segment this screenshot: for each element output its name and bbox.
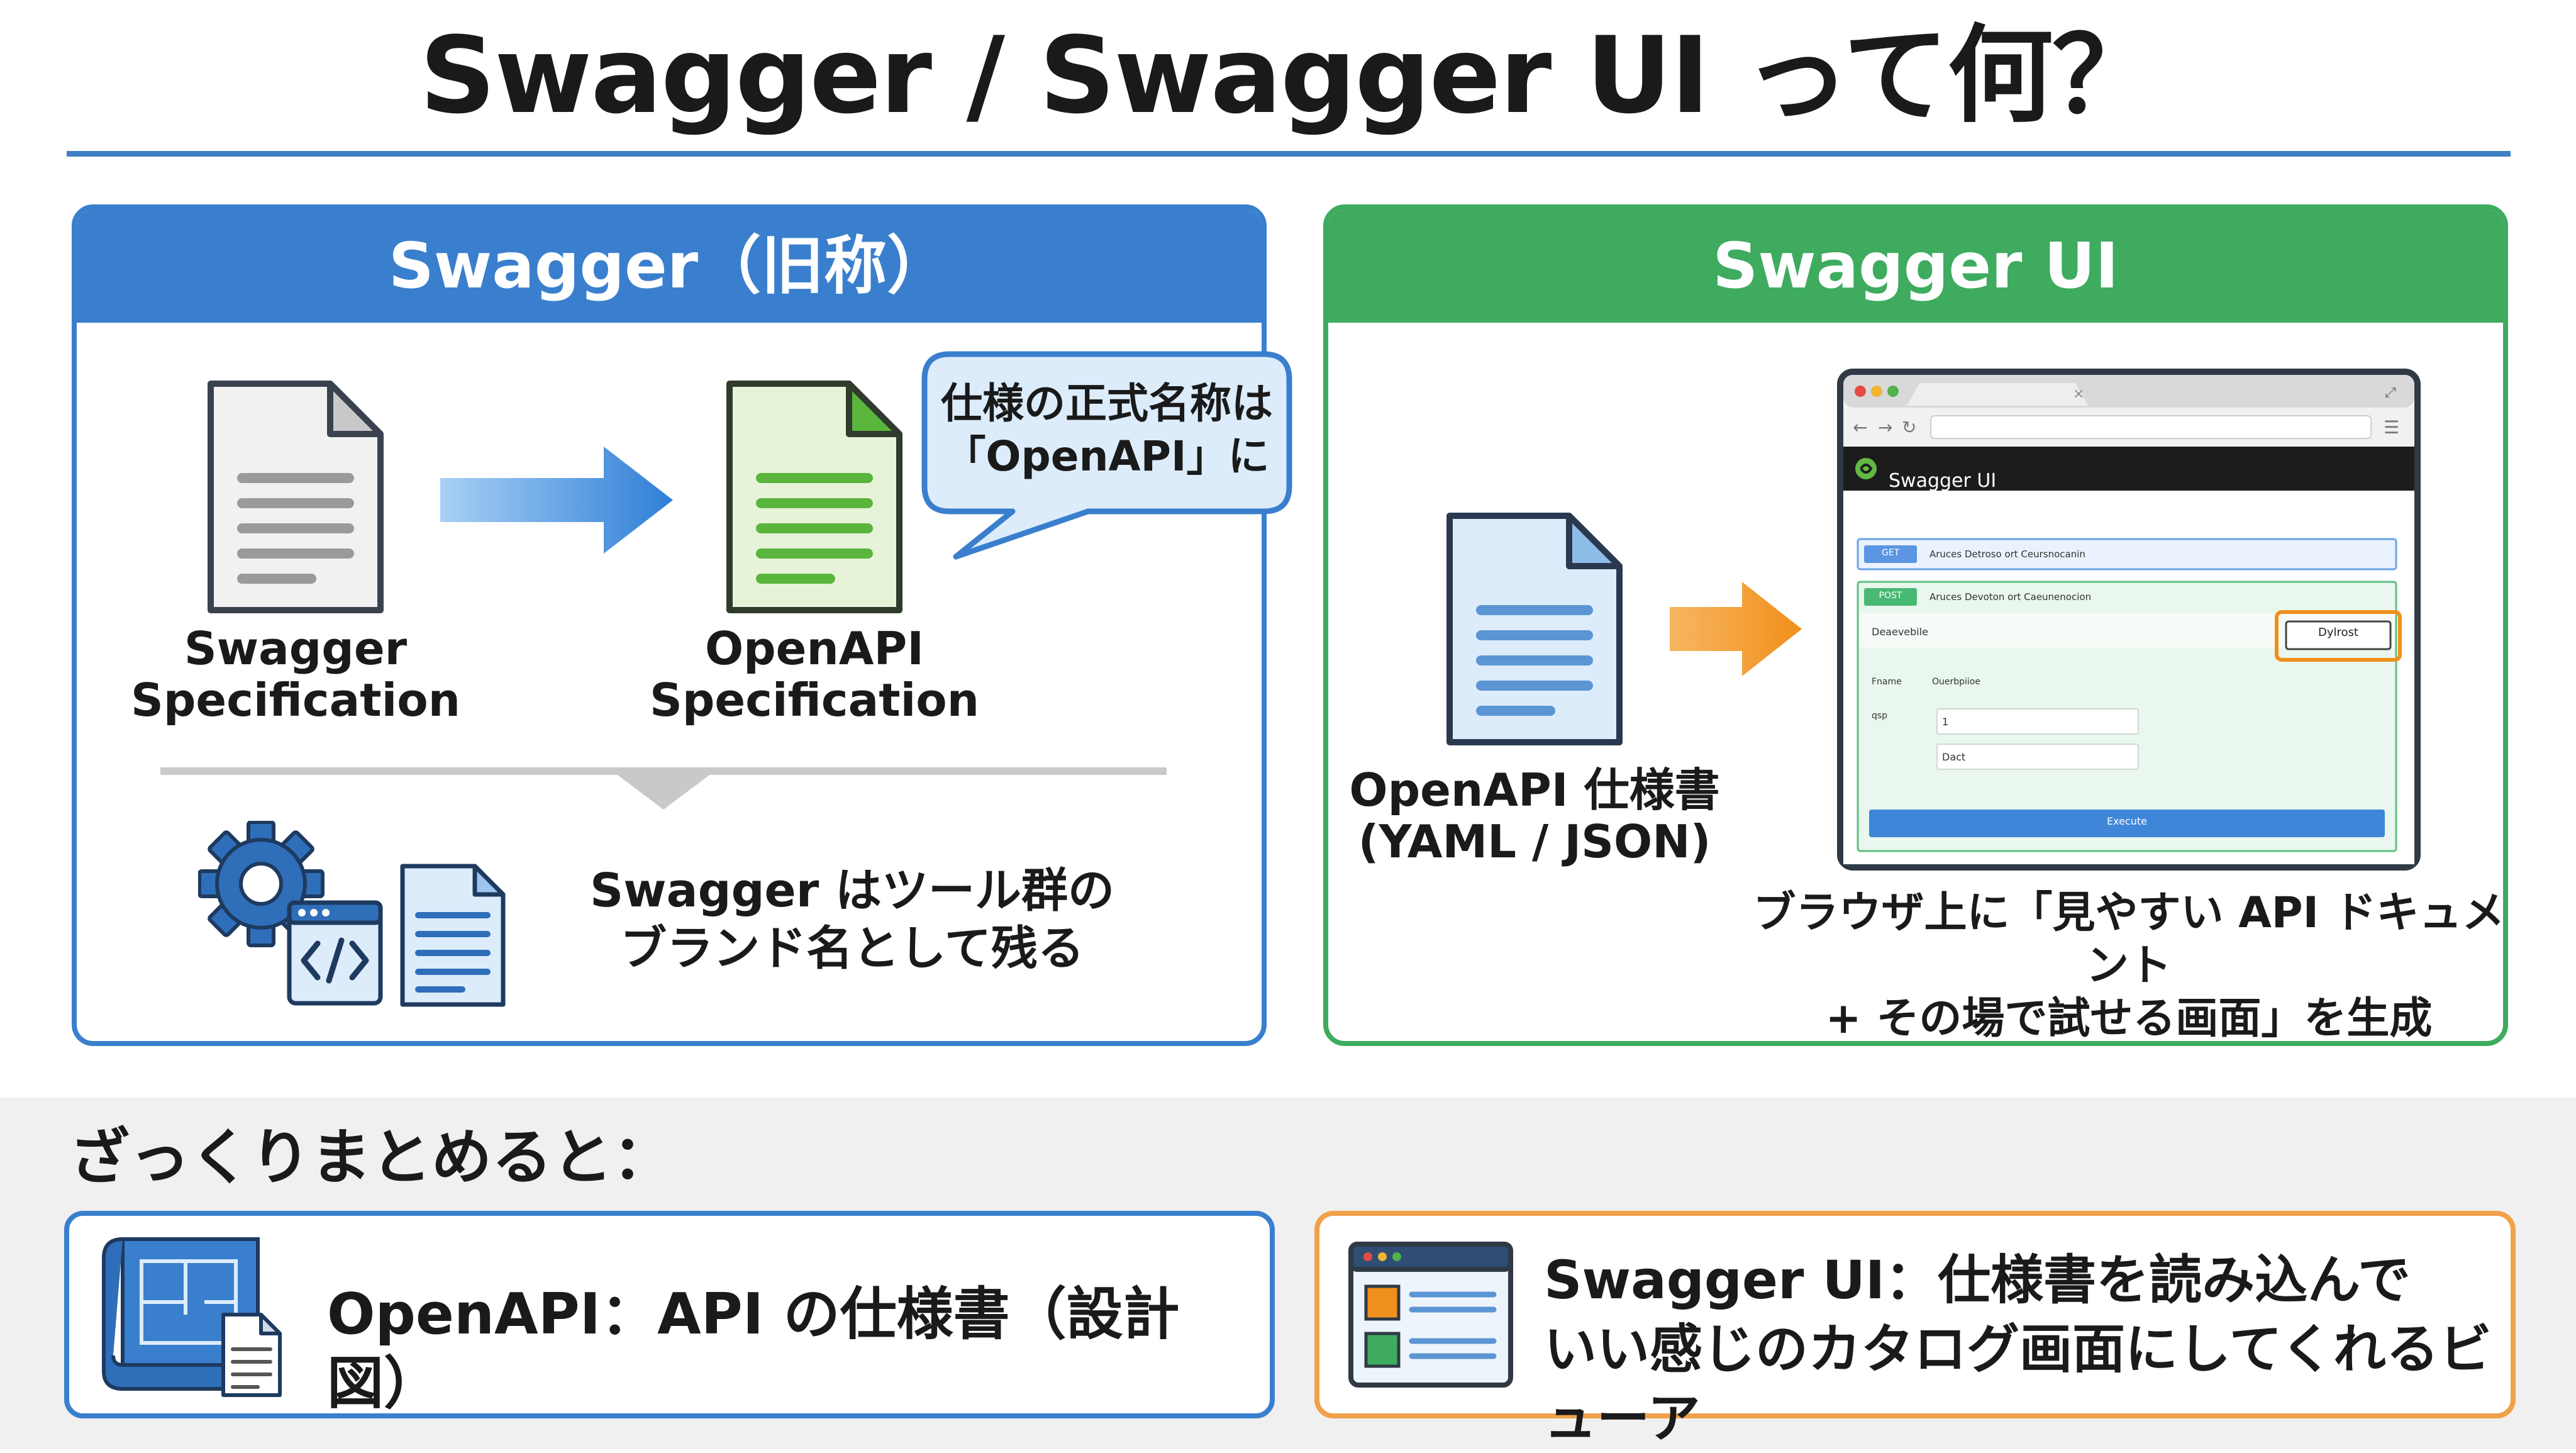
param-input-2[interactable]: Dact bbox=[1942, 751, 1966, 763]
swagger-ui-summary-card bbox=[1314, 1211, 2516, 1418]
speech-bubble bbox=[921, 351, 1292, 560]
window-close-icon bbox=[1855, 386, 1866, 397]
post-endpoint-row[interactable]: Aruces Devoton ort Caeunenocion bbox=[1929, 591, 2092, 603]
openapi-document-label-line2: (YAML / JSON) bbox=[1358, 815, 1711, 868]
title-divider bbox=[67, 151, 2511, 157]
address-bar bbox=[1930, 415, 2372, 439]
swagger-ui-summary-text: Swagger UI：仕様書を読み込んで いい感じのカタログ画面にしてくれるビュ… bbox=[1544, 1245, 2506, 1453]
swagger-spec-label: Swagger Specification bbox=[126, 623, 465, 726]
param-input-1[interactable]: 1 bbox=[1942, 716, 1949, 728]
menu-icon: ☰ bbox=[2384, 417, 2399, 438]
openapi-summary-text: OpenAPI：API の仕様書（設計図） bbox=[327, 1281, 1180, 1417]
execute-button[interactable]: Execute bbox=[2107, 815, 2147, 827]
speech-bubble-line1: 仕様の正式名称は bbox=[941, 379, 1273, 428]
speech-bubble-text: 仕様の正式名称は 「OpenAPI」に bbox=[924, 377, 1289, 483]
tools-gear-icon bbox=[198, 821, 506, 1007]
page-title: Swagger / Swagger UI って何？ bbox=[419, 14, 2158, 137]
render-arrow-icon bbox=[1670, 582, 1802, 676]
swagger-ui-header: Swagger UI bbox=[1328, 209, 2503, 323]
param-name-header: Fname bbox=[1872, 677, 1902, 687]
swagger-spec-document-icon bbox=[208, 381, 384, 613]
swagger-logo-icon bbox=[1855, 458, 1877, 479]
swagger-ui-caption: ブラウザ上に「見やすい API ドキュメント + その場で試せる画面」を生成 bbox=[1736, 887, 2522, 1045]
openapi-spec-label-line2: Specification bbox=[649, 674, 980, 726]
swagger-ui-caption-line1: ブラウザ上に「見やすい API ドキュメント bbox=[1753, 888, 2505, 991]
speech-bubble-line2: 「OpenAPI」に bbox=[944, 432, 1270, 481]
openapi-spec-label: OpenAPI Specification bbox=[645, 623, 984, 726]
swagger-legacy-header: Swagger（旧称） bbox=[77, 209, 1262, 323]
tab-close-icon: × bbox=[2073, 386, 2084, 402]
window-minimize-icon bbox=[1871, 386, 1882, 397]
swagger-spec-label-line1: Swagger bbox=[184, 622, 408, 675]
swagger-ui-caption-line2: + その場で試せる画面」を生成 bbox=[1825, 994, 2433, 1044]
post-method-badge: POST bbox=[1879, 591, 1902, 601]
section-divider bbox=[160, 767, 1167, 810]
swagger-ui-summary-line1: Swagger UI：仕様書を読み込んで bbox=[1544, 1249, 2411, 1311]
reload-icon: ↻ bbox=[1902, 417, 1916, 438]
openapi-spec-label-line1: OpenAPI bbox=[704, 622, 924, 675]
swagger-ui-app-title: Swagger UI bbox=[1889, 470, 1997, 492]
back-icon: ← bbox=[1853, 417, 1867, 438]
rename-arrow-icon bbox=[440, 447, 673, 554]
viewer-window-icon bbox=[1348, 1242, 1513, 1388]
swagger-ui-browser-mockup: × ⤢ ← → ↻ ☰ bbox=[1837, 369, 2421, 871]
try-it-out-button[interactable]: Dylrost bbox=[2318, 626, 2358, 639]
tools-brand-text: Swagger はツール群の ブランド名として残る bbox=[566, 862, 1138, 977]
summary-title: ざっくりまとめると： bbox=[69, 1122, 673, 1193]
get-endpoint-row[interactable]: Aruces Detroso ort Ceursnocanin bbox=[1929, 548, 2085, 560]
openapi-document-icon bbox=[1446, 513, 1623, 745]
get-method-badge: GET bbox=[1881, 548, 1900, 558]
tools-brand-line2: ブランド名として残る bbox=[620, 921, 1084, 976]
param-row-label: qsp bbox=[1872, 711, 1888, 721]
tools-brand-line1: Swagger はツール群の bbox=[590, 864, 1114, 918]
expand-icon: ⤢ bbox=[2385, 385, 2396, 401]
window-maximize-icon bbox=[1887, 386, 1899, 397]
openapi-document-label-line1: OpenAPI 仕様書 bbox=[1349, 764, 1720, 816]
tools-document-icon bbox=[400, 864, 506, 1007]
operation-section-label: Deaevebile bbox=[1872, 626, 1929, 638]
openapi-document-label: OpenAPI 仕様書 (YAML / JSON) bbox=[1346, 764, 1723, 867]
swagger-spec-label-line2: Specification bbox=[130, 674, 461, 726]
openapi-spec-document-icon bbox=[726, 381, 902, 613]
code-window-icon bbox=[287, 900, 383, 1006]
swagger-ui-summary-line2: いい感じのカタログ画面にしてくれるビューア bbox=[1544, 1318, 2492, 1449]
param-description-header: Ouerbpiioe bbox=[1932, 677, 1980, 687]
forward-icon: → bbox=[1878, 417, 1892, 438]
blueprint-icon bbox=[102, 1237, 282, 1397]
